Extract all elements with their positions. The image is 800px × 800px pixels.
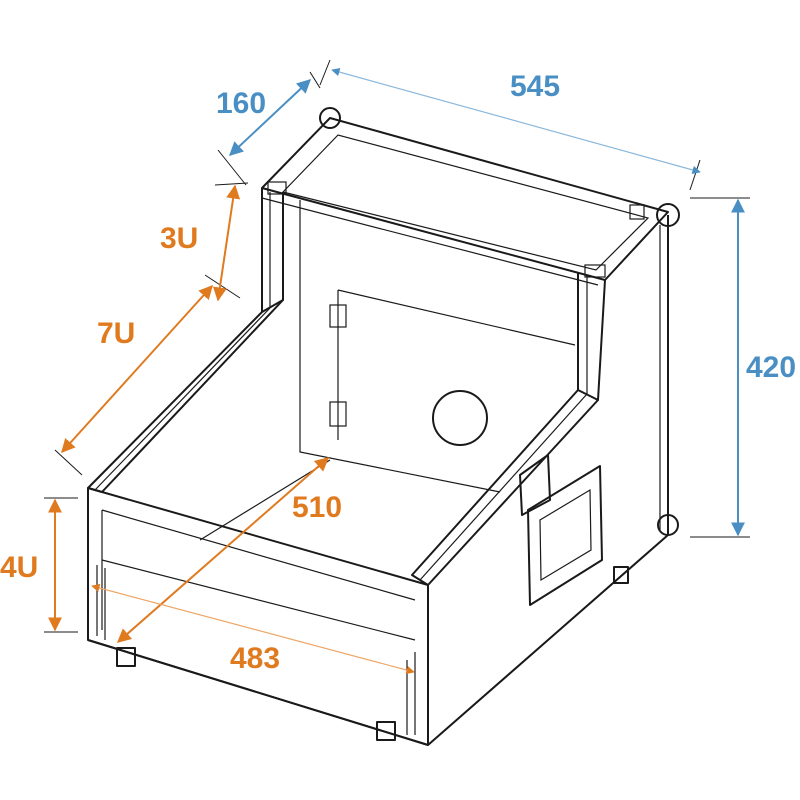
dim-line-7u (61, 284, 213, 454)
hinge-upper (329, 304, 347, 328)
outer-dimensions (217, 59, 750, 538)
corner-cap-top-right (656, 203, 680, 227)
hinge-lower (329, 401, 347, 427)
left-upper-rail (261, 188, 284, 313)
side-handle (527, 465, 603, 606)
right-slant-rail (411, 389, 599, 586)
top-frame (261, 117, 669, 281)
label-7u: 7U (97, 317, 135, 350)
right-side-edge (427, 215, 669, 746)
right-upper-rail (577, 272, 606, 401)
corner-cap-bottom-right (657, 514, 679, 536)
cable-port (432, 390, 488, 446)
dim-line-483 (91, 583, 415, 675)
label-420: 420 (746, 351, 796, 384)
dim-line-510 (116, 457, 330, 643)
foot-back-right (613, 566, 629, 584)
label-4u: 4U (0, 551, 38, 584)
latch (519, 454, 551, 516)
label-3u: 3U (160, 222, 198, 255)
label-510: 510 (292, 491, 342, 524)
dim-line-160 (228, 79, 312, 156)
label-545: 545 (510, 70, 560, 103)
dim-line-3u (212, 184, 241, 302)
lower-front-frame (87, 487, 429, 746)
case-body (87, 107, 680, 746)
label-483: 483 (230, 642, 280, 675)
foot-front-right (376, 721, 396, 741)
dim-line-545 (331, 67, 701, 175)
rack-dimensions (44, 182, 415, 675)
back-panel (299, 200, 501, 493)
label-160: 160 (216, 87, 266, 120)
